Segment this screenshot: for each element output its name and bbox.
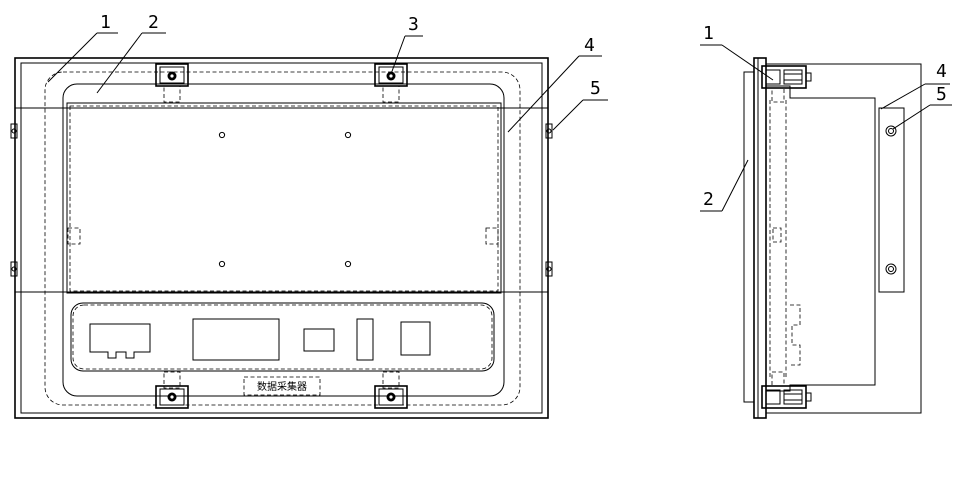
connector-3 [303, 328, 335, 352]
svg-text:2: 2 [703, 189, 714, 210]
callout-5-side: 5 [892, 84, 952, 130]
svg-text:3: 3 [408, 14, 419, 35]
side-bracket-screw-bottom [885, 263, 897, 275]
side-bezel [753, 57, 767, 419]
connector-5 [400, 321, 431, 356]
tag-plate [243, 376, 321, 396]
front-inner-frame [20, 62, 543, 414]
callout-1-front: 1 [47, 12, 118, 83]
display-window-outline [62, 83, 505, 397]
tag-text: 数据采集器 [257, 380, 307, 393]
side-clamp-bottom [761, 371, 812, 409]
side-housing [766, 63, 922, 414]
connector-panel [70, 302, 495, 372]
svg-text:2: 2 [148, 12, 159, 33]
side-inner-body [766, 85, 876, 392]
side-bracket-screw-top [885, 125, 897, 137]
side-screw-left-top [10, 123, 18, 139]
side-screw-right-top [545, 123, 553, 139]
callout-3-front: 3 [390, 14, 423, 75]
front-dashed-outline [44, 71, 521, 406]
svg-text:5: 5 [590, 78, 601, 99]
mount-hole [344, 260, 352, 268]
svg-text:4: 4 [936, 61, 947, 82]
connector-4 [356, 318, 374, 361]
side-view: 1 2 4 5 [700, 23, 952, 419]
clamp-bottom-left [155, 371, 189, 409]
mount-hole [344, 131, 352, 139]
side-screw-left-bottom [10, 261, 18, 277]
svg-text:5: 5 [936, 84, 947, 105]
mount-hole [218, 260, 226, 268]
callout-1-side: 1 [700, 23, 774, 81]
mount-hole [218, 131, 226, 139]
svg-text:1: 1 [100, 12, 111, 33]
callout-2-front: 2 [96, 12, 166, 94]
callout-4-front: 4 [507, 35, 602, 133]
clamp-top-right [374, 63, 408, 103]
front-view: 数据采集器 [10, 12, 608, 419]
side-bracket [878, 107, 905, 293]
clamp-top-left [155, 63, 189, 103]
callout-5-front: 5 [552, 78, 608, 131]
front-outer-frame [14, 57, 549, 419]
side-screw-right-bottom [545, 261, 553, 277]
svg-text:4: 4 [584, 35, 595, 56]
callout-2-side: 2 [700, 159, 749, 212]
svg-text:1: 1 [703, 23, 714, 44]
clamp-bottom-right [374, 371, 408, 409]
display-area [66, 102, 502, 294]
connector-1 [89, 323, 151, 359]
callout-4-side: 4 [880, 61, 950, 110]
side-clamp-top [761, 65, 812, 103]
side-front-panel [743, 71, 755, 403]
connector-2 [192, 318, 280, 361]
